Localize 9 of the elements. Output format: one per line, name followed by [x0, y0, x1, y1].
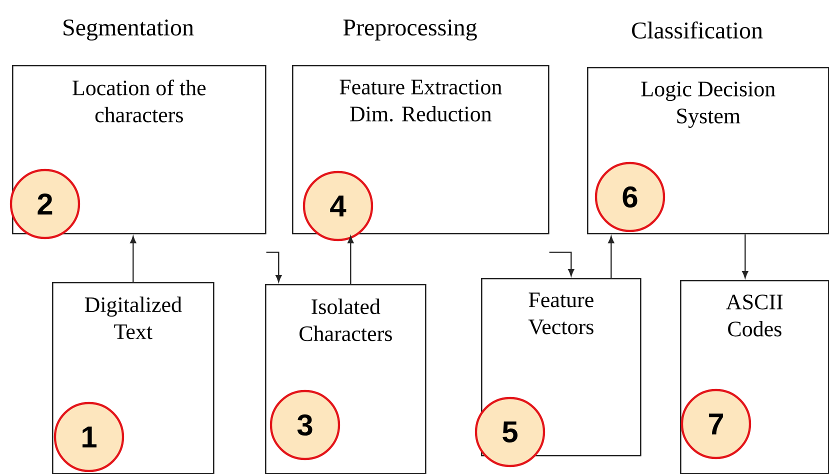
stage-heading: Classification	[632, 21, 763, 39]
arrow	[130, 236, 136, 282]
stage-heading: Segmentation	[64, 19, 194, 41]
arrow	[742, 234, 748, 278]
arrow	[266, 252, 282, 282]
arrow	[348, 236, 354, 284]
arrow	[549, 252, 574, 276]
arrow	[608, 236, 614, 278]
stage-heading: Preprocessing	[343, 19, 477, 41]
